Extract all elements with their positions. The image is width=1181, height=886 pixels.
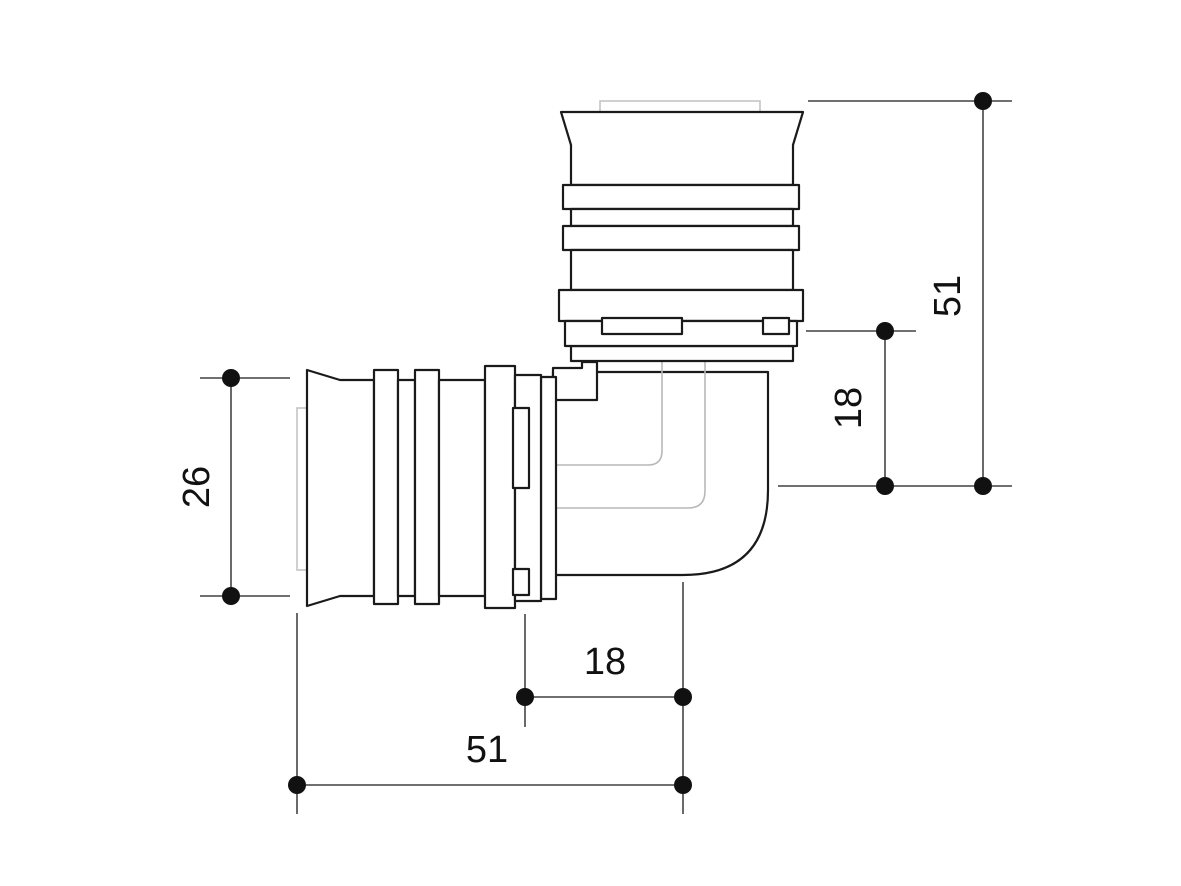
elbow-body bbox=[551, 360, 770, 577]
dim-label-51-horizontal: 51 bbox=[466, 729, 508, 771]
dim-dot bbox=[876, 477, 894, 495]
dim-left-diameter: 26 bbox=[176, 369, 290, 605]
dim-dot bbox=[674, 776, 692, 794]
dim-vertical-total: 51 bbox=[778, 92, 1012, 495]
dim-dot bbox=[974, 92, 992, 110]
dim-label-51-vertical: 51 bbox=[927, 275, 969, 317]
dim-horizontal-total: 51 bbox=[288, 613, 692, 814]
left-port-nut bbox=[483, 364, 517, 610]
dim-dot bbox=[516, 688, 534, 706]
top-port-collar bbox=[569, 344, 795, 363]
left-port bbox=[296, 364, 558, 610]
dim-dot bbox=[222, 587, 240, 605]
top-port-ring-1 bbox=[561, 183, 801, 211]
dim-dot bbox=[674, 688, 692, 706]
top-port-nut bbox=[557, 288, 805, 323]
left-port-ring-1 bbox=[372, 368, 400, 606]
left-port-window-bottom bbox=[511, 567, 531, 597]
top-port bbox=[557, 100, 805, 363]
dim-dot bbox=[876, 322, 894, 340]
top-port-window-right bbox=[761, 316, 791, 336]
dim-horizontal-offset: 18 bbox=[516, 582, 692, 814]
dim-vertical-offset: 18 bbox=[806, 322, 916, 495]
left-port-collar bbox=[539, 375, 558, 601]
dim-label-18-horizontal: 18 bbox=[584, 641, 626, 683]
dim-label-26: 26 bbox=[176, 466, 218, 508]
left-port-ring-2 bbox=[413, 368, 441, 606]
dim-dot bbox=[288, 776, 306, 794]
dim-label-18-vertical: 18 bbox=[828, 387, 870, 429]
top-port-ring-2 bbox=[561, 224, 801, 252]
top-port-flare bbox=[559, 110, 805, 187]
dim-dot bbox=[222, 369, 240, 387]
left-port-window-top bbox=[511, 406, 531, 490]
top-port-window-left bbox=[600, 316, 684, 336]
dim-dot bbox=[974, 477, 992, 495]
left-port-flare bbox=[305, 368, 376, 608]
